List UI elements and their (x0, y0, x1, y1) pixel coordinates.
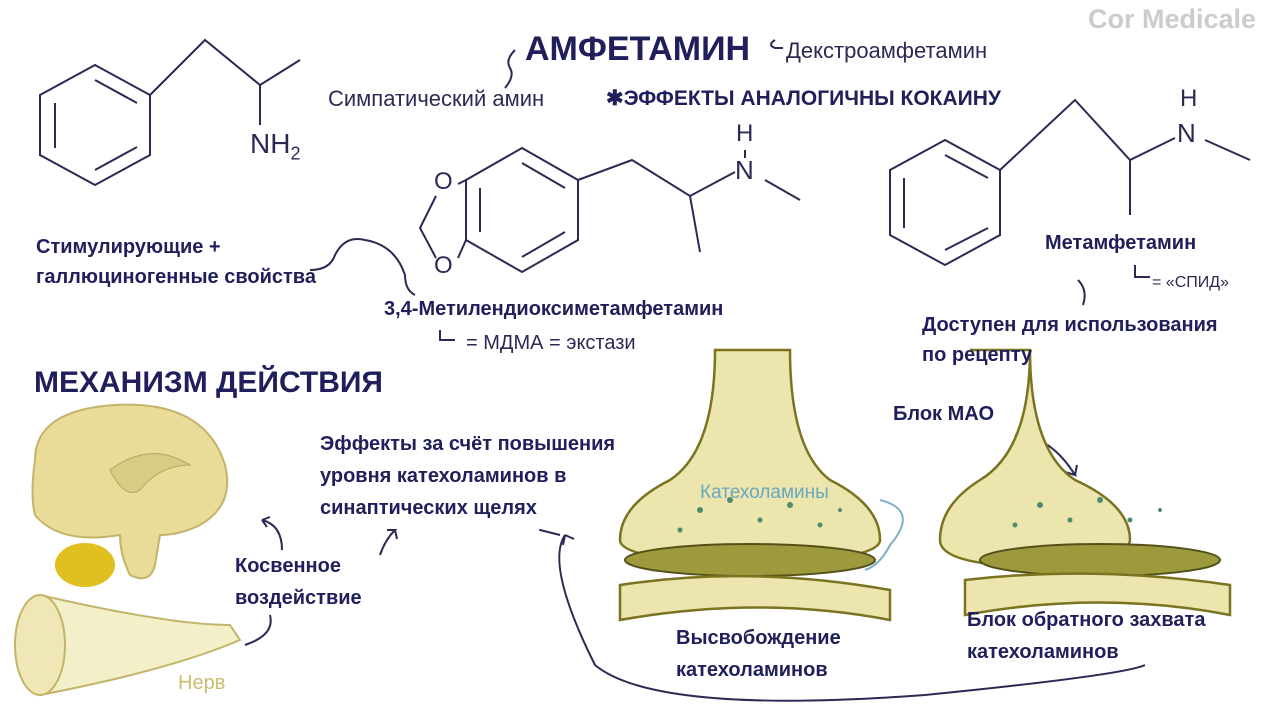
nh2-label: NH2 (250, 128, 301, 164)
meth-n-label: N (1177, 118, 1196, 148)
mechanism-heading: МЕХАНИЗМ ДЕЙСТВИЯ (34, 366, 383, 399)
nerve-label: Нерв (178, 672, 226, 694)
synapse-right (938, 348, 1232, 617)
meth-alias: = «СПИД» (1152, 274, 1229, 291)
catecholamines-label: Катехоламины (700, 482, 829, 503)
connector-squiggles (309, 39, 1150, 341)
mdma-o2-label: O (434, 252, 453, 279)
synapse-left (618, 348, 904, 622)
stimulating-label: Стимулирующие +галлюциногенные свойства (36, 236, 316, 288)
nerve-illustration (14, 593, 242, 697)
mdma-o1-label: O (434, 168, 453, 195)
dextro-label: Декстроамфетамин (786, 38, 988, 63)
meth-h-label: H (1180, 85, 1198, 112)
mdma-h-label: H (736, 120, 754, 147)
mdma-alias: = МДМА = экстази (466, 332, 636, 354)
methamphetamine-structure (889, 98, 1251, 267)
sympathetic-label: Симпатический амин (328, 86, 545, 111)
page-title: АМФЕТАМИН (525, 30, 751, 68)
mao-block-label: Блок МАО (893, 403, 994, 425)
effects-note: ✱ЭФФЕКТЫ АНАЛОГИЧНЫ КОКАИНУ (606, 87, 1001, 110)
mdma-name: 3,4-Метилендиоксиметамфетамин (384, 298, 724, 320)
amphetamine-structure (39, 38, 301, 187)
vesicle-dots (677, 497, 1162, 533)
meth-name: Метамфетамин (1045, 232, 1197, 254)
mdma-structure (418, 146, 801, 274)
mdma-n-label: N (735, 155, 754, 185)
brain-illustration (31, 403, 229, 587)
indirect-arrows (244, 434, 1146, 702)
logo: Cor Medicale (1088, 4, 1257, 34)
